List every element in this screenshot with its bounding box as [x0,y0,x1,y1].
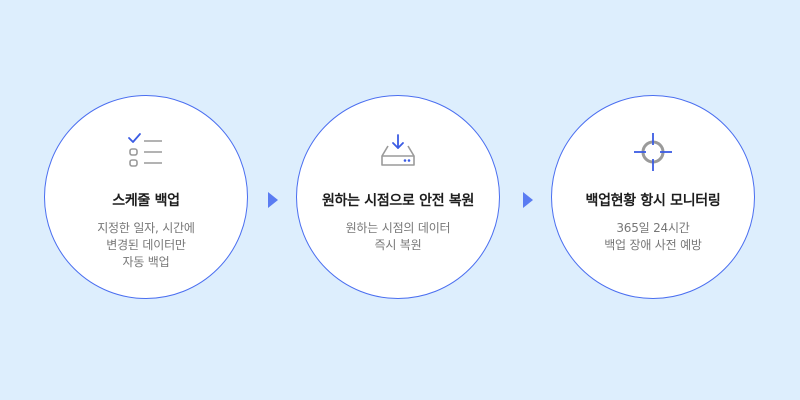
chevron-right-icon [523,192,533,208]
step-title: 스케줄 백업 [112,193,180,209]
target-crosshair-icon [634,133,672,171]
step-title: 원하는 시점으로 안전 복원 [321,193,475,209]
chevron-right-icon [268,192,278,208]
checklist-icon [128,133,162,167]
step-description-line: 즉시 복원 [374,238,422,252]
step-description-line: 변경된 데이터만 [106,238,186,252]
step-description: 원하는 시점의 데이터 즉시 복원 [309,220,487,254]
step-description: 지정한 일자, 시간에 변경된 데이터만 자동 백업 [57,220,235,271]
step-description-line: 지정한 일자, 시간에 [97,221,195,235]
step-card-schedule-backup: 스케줄 백업 지정한 일자, 시간에 변경된 데이터만 자동 백업 [44,95,248,299]
step-title: 백업현황 항시 모니터링 [585,193,721,209]
storage-download-icon [381,134,415,166]
step-card-point-in-time-restore: 원하는 시점으로 안전 복원 원하는 시점의 데이터 즉시 복원 [296,95,500,299]
step-description-line: 원하는 시점의 데이터 [345,221,451,235]
step-description-line: 백업 장애 사전 예방 [604,238,702,252]
step-description-line: 365일 24시간 [616,221,690,235]
step-card-monitoring: 백업현황 항시 모니터링 365일 24시간 백업 장애 사전 예방 [551,95,755,299]
step-description: 365일 24시간 백업 장애 사전 예방 [564,220,742,254]
step-description-line: 자동 백업 [122,255,170,269]
